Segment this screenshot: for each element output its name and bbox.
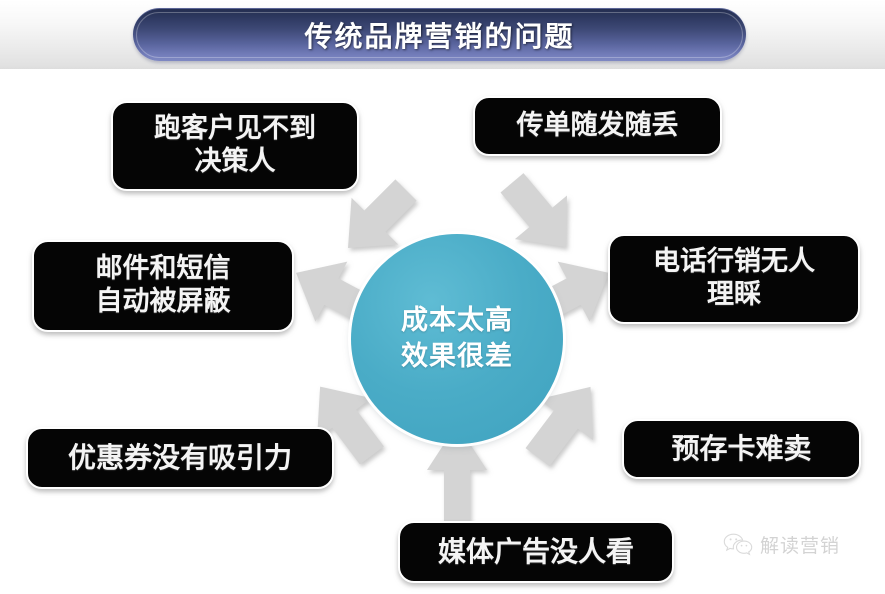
problem-box-email-sms: 邮件和短信 自动被屏蔽	[32, 240, 294, 332]
problem-box-line-1: 跑客户见不到	[154, 113, 316, 145]
center-text-line-2: 效果很差	[401, 341, 513, 372]
problem-box-prospecting: 跑客户见不到 决策人	[111, 101, 359, 191]
problem-box-line-1: 优惠券没有吸引力	[67, 440, 292, 474]
problem-box-line-1: 预存卡难卖	[671, 431, 812, 465]
header-band-edge	[0, 69, 885, 71]
problem-box-telemarketing: 电话行销无人 理睬	[608, 234, 860, 324]
problem-box-flyers: 传单随发随丢	[473, 96, 722, 156]
arrow-southwest	[303, 378, 389, 464]
arrow-southeast	[520, 378, 608, 466]
center-text-line-1: 成本太高	[401, 304, 513, 336]
problem-box-line-2: 理睬	[707, 279, 761, 310]
problem-box-line-1: 邮件和短信	[95, 253, 231, 285]
problem-box-line-1: 电话行销无人	[653, 246, 815, 278]
arrow-south	[421, 424, 493, 532]
problem-box-prepaid-cards: 预存卡难卖	[622, 419, 861, 479]
arrow-northeast	[497, 173, 581, 257]
center-circle: 成本太高 效果很差	[351, 234, 563, 444]
problem-box-coupons: 优惠券没有吸引力	[26, 427, 334, 489]
watermark-text: 解读营销	[760, 535, 841, 557]
problem-box-line-1: 媒体广告没人看	[437, 534, 634, 568]
slide-title-bar: 传统品牌营销的问题	[133, 8, 746, 61]
problem-box-media-ads: 媒体广告没人看	[398, 521, 674, 583]
page-title: 传统品牌营销的问题	[304, 20, 575, 53]
wechat-icon	[723, 532, 753, 558]
problem-box-line-1: 传单随发随丢	[516, 109, 679, 141]
problem-box-line-2: 自动被屏蔽	[95, 286, 231, 317]
arrow-northwest	[336, 178, 418, 260]
watermark: 解读营销	[723, 531, 840, 558]
problem-box-line-2: 决策人	[194, 146, 276, 177]
